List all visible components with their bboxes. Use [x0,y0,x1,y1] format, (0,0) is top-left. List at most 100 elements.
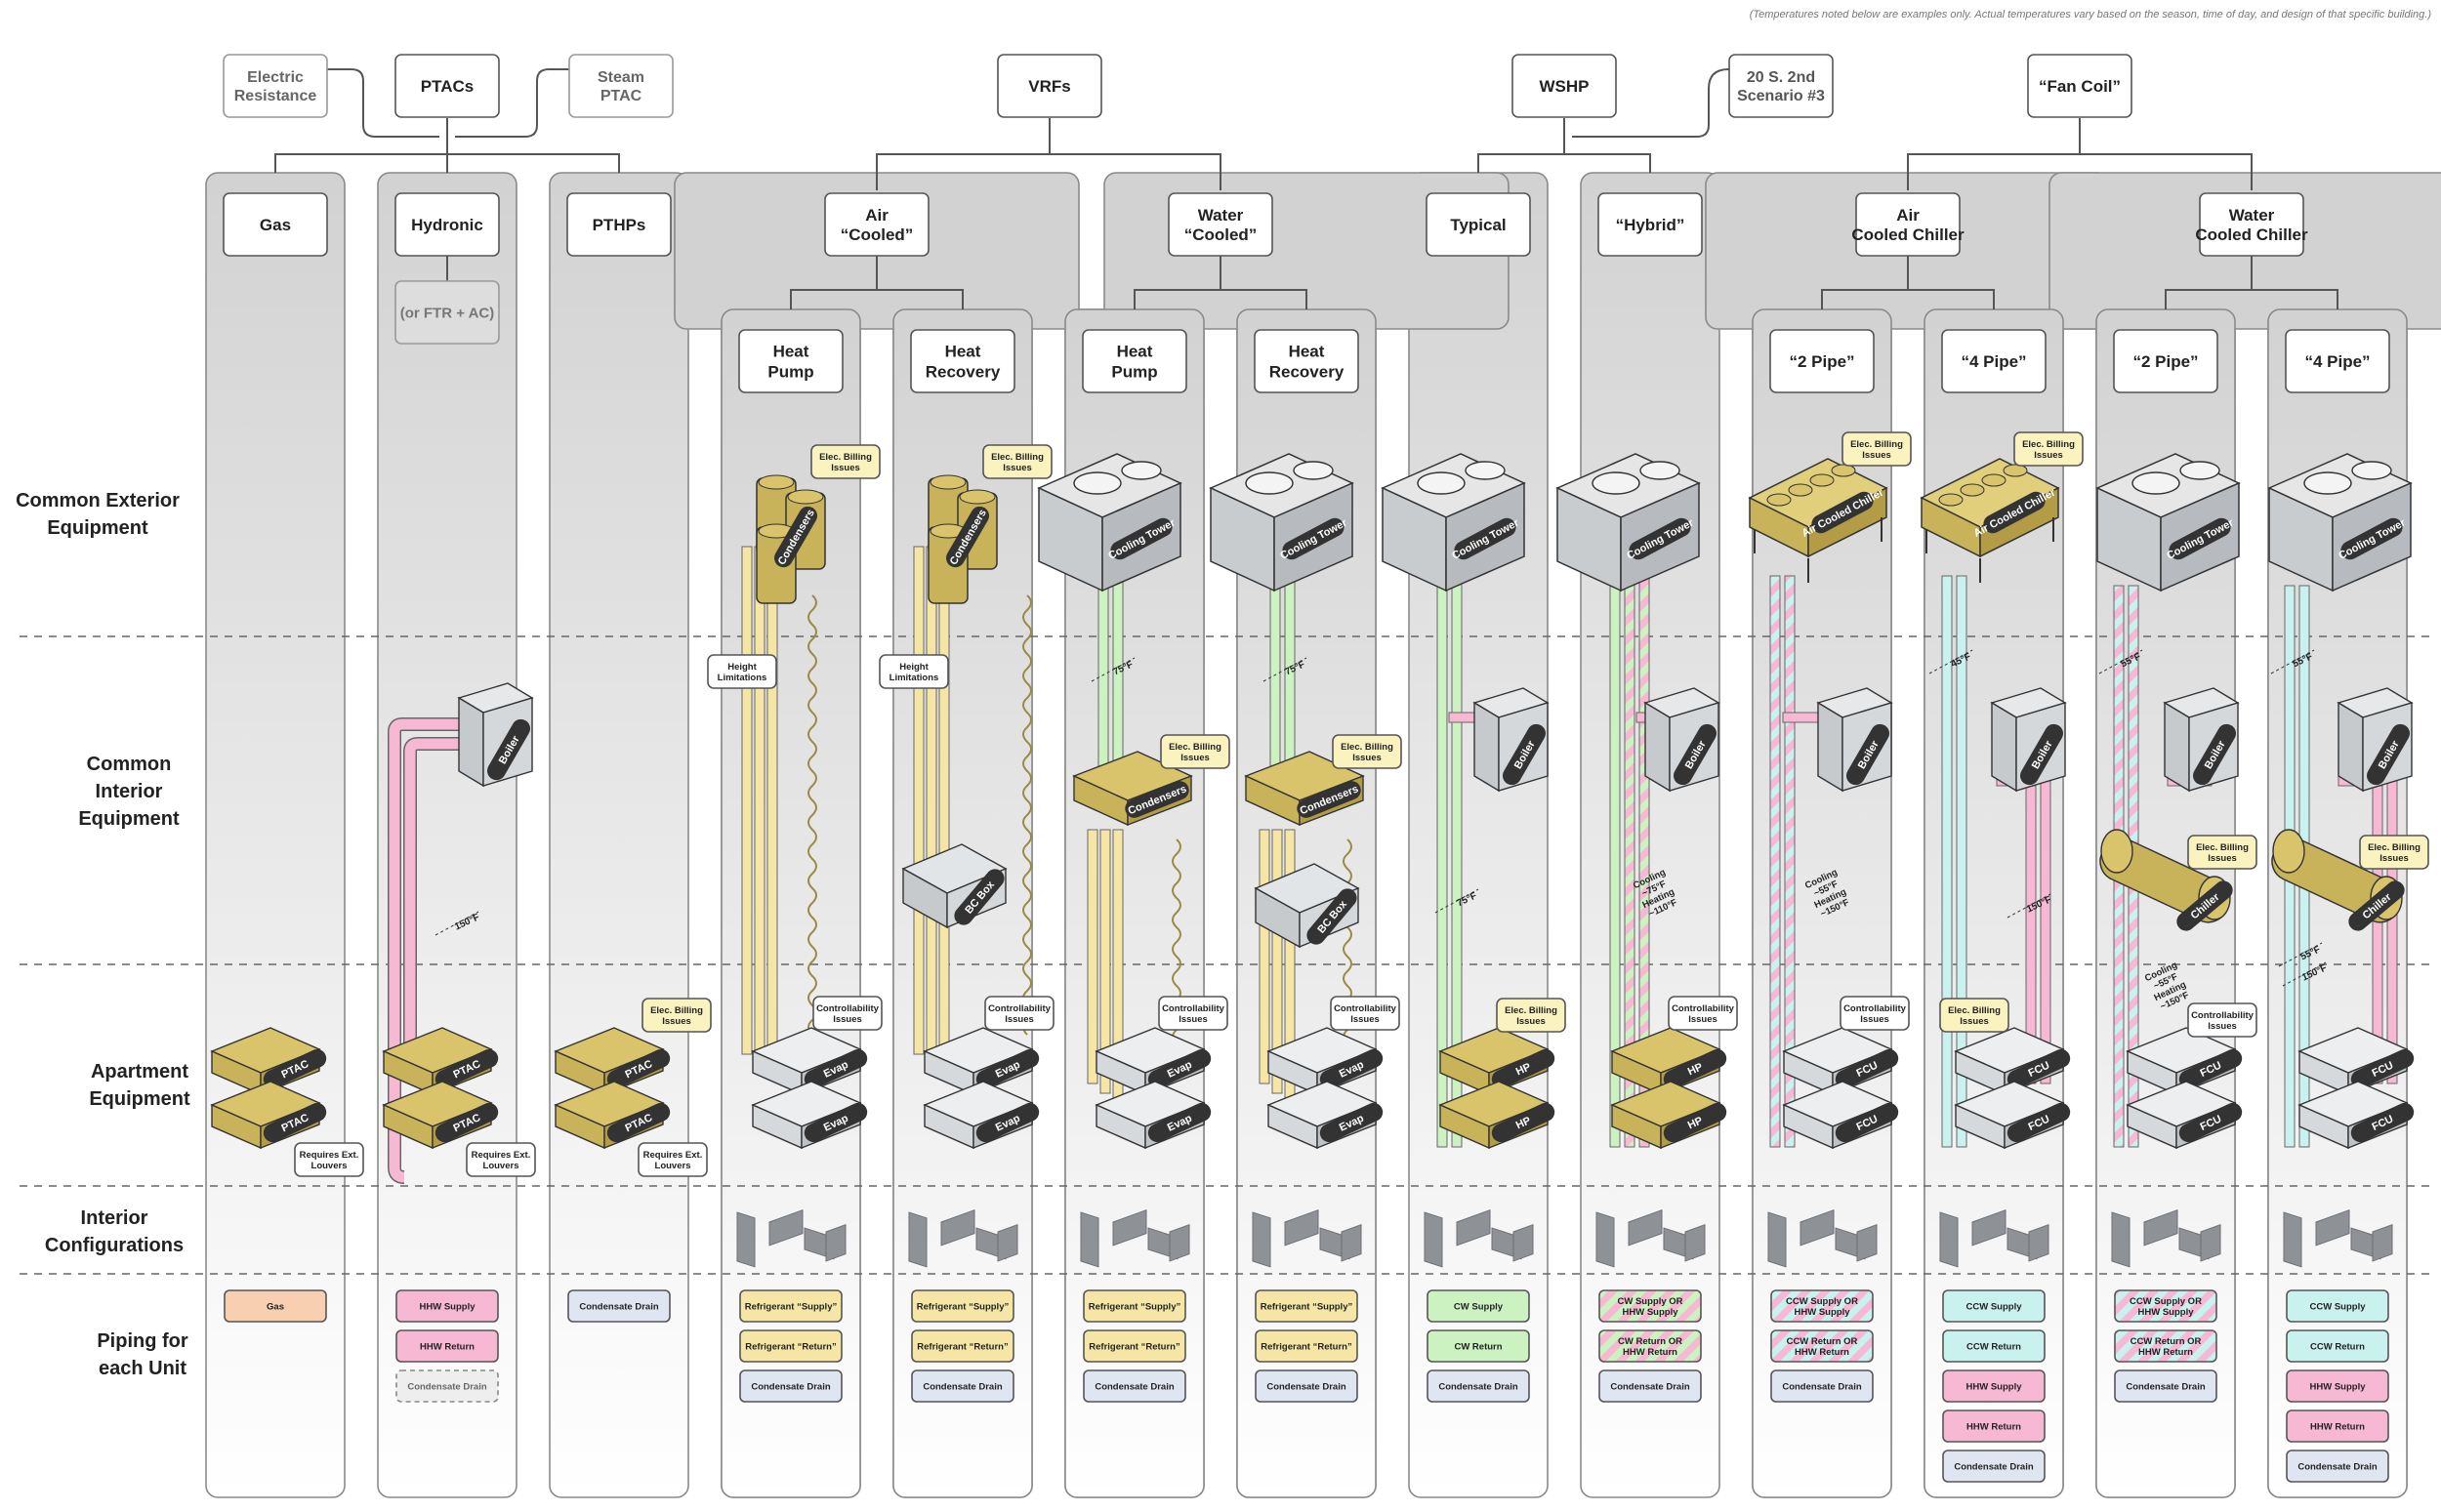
label-line: Requires Ext. [300,1150,359,1161]
label-line: Limitations [718,673,767,683]
piping-tag-2-3: Condensate Drain [395,1369,499,1403]
label-line: HP [1514,1115,1533,1131]
box-text: HHW Supply [420,1301,476,1312]
piping-tag-10-3: Condensate Drain [1770,1369,1874,1403]
label-line: Limitations [890,673,939,683]
box-text: Condensate Drain [1782,1381,1861,1392]
equipment-tag: Evap [804,1048,868,1089]
label-line: CCW Supply OR [2130,1296,2202,1307]
label-line: Air [865,206,889,225]
box-frame [223,54,328,118]
box-frame [1598,1329,1702,1363]
box-text: Condensate Drain [1610,1381,1689,1392]
box-text: Requires Ext.Louvers [300,1150,359,1171]
equipment-tag-pill [487,718,530,781]
label-line: HHW Supply [1966,1381,2023,1392]
piping-tag-7-3: Condensate Drain [1255,1369,1358,1403]
boiler-left [1991,701,2017,793]
fan-icon [1639,461,1680,480]
equipment-tag-pill [1983,491,2046,534]
label-line: Controllability [2191,1010,2255,1021]
equipment-tag-pill [1147,1048,1212,1089]
box-frame [1770,1329,1874,1363]
box-frame [1496,998,1566,1033]
box-frame [824,192,930,257]
box-frame [2286,1410,2389,1443]
box-frame [567,1289,671,1323]
config-block [2143,1208,2178,1246]
boiler-4: Boiler [1816,687,1893,793]
four-pipe-water-hhw-2 [2386,780,2398,1084]
boiler-connector-3 [1782,712,1822,723]
equipment-tag-pill [2020,723,2063,786]
box-frame [1083,1289,1186,1323]
fan-icon [758,474,795,490]
box-frame [2285,329,2390,393]
label-line: Condensate Drain [1954,1461,2033,1472]
boiler-1: Boiler [457,682,534,788]
label-line: HHW Supply [1795,1307,1851,1318]
equipment-tag-pill [2350,1048,2415,1089]
fan-icon [1938,493,1964,507]
equipment-tag: PTAC [434,1102,499,1143]
apartment-unit-16: HP [1438,1081,1555,1150]
box-text: CW Supply [1454,1301,1504,1312]
label-line: Elec. Billing [1341,742,1393,753]
boiler-2: Boiler [1472,687,1550,793]
label-line: Condensate Drain [2126,1381,2205,1392]
tree-vrfs [876,118,1221,190]
box-frame [1427,1329,1530,1363]
box-text: CCW Supply [2310,1301,2367,1312]
box-frame [1330,996,1400,1031]
box-frame [1840,996,1910,1031]
box-text: Condensate Drain [2297,1461,2377,1472]
chiller-legs [1754,517,1882,583]
fan-icon [1417,471,1466,495]
box-frame [1255,1329,1358,1363]
box-frame [1511,54,1617,118]
label-line: Condensate Drain [751,1381,830,1392]
label-line: Elec. Billing [1948,1005,2001,1016]
equipment-tag-text: HP [1686,1061,1705,1078]
piping-tag-7-2: Refrigerant “Return” [1255,1329,1358,1363]
piping-tag-7-1: Refrigerant “Supply” [1255,1289,1358,1323]
label-line: (or FTR + AC) [400,305,495,321]
box-frame [1942,1369,2046,1403]
box-frame [1770,1289,1874,1323]
temperature-leader [1434,888,1479,914]
temperature-note: (Temperatures noted below are examples o… [1750,9,2432,20]
label-line: Issues [1179,1014,1208,1025]
label-line: Controllability [1843,1003,1907,1014]
cooling-tower-3: Cooling Tower [1381,453,1526,593]
label-line: Height [727,662,757,673]
label-line: Height [899,662,929,673]
box-frame [2027,54,2132,118]
config-block [1252,1211,1271,1268]
piping-tag-5-2: Refrigerant “Return” [911,1329,1014,1363]
four-pipe-ccw-1 [1941,575,1953,1148]
equipment-tag-pill [975,1102,1040,1143]
box-frame [1255,1369,1358,1403]
fan-icon [1766,493,1792,507]
label-line: CCW Return [1966,1341,2021,1352]
cooling-tower-6: Cooling Tower [2267,453,2413,593]
equipment-tag-pill [2178,1048,2243,1089]
box-frame [1942,1289,2046,1323]
equipment-tag-pill [975,1048,1040,1089]
box-frame [394,54,500,118]
box-text: Condensate Drain [2126,1381,2205,1392]
box-frame [1941,329,2047,393]
label-line: Issues [1516,1016,1546,1027]
apartment-unit-19: FCU [1782,1027,1899,1096]
temperature-leader [434,911,479,936]
